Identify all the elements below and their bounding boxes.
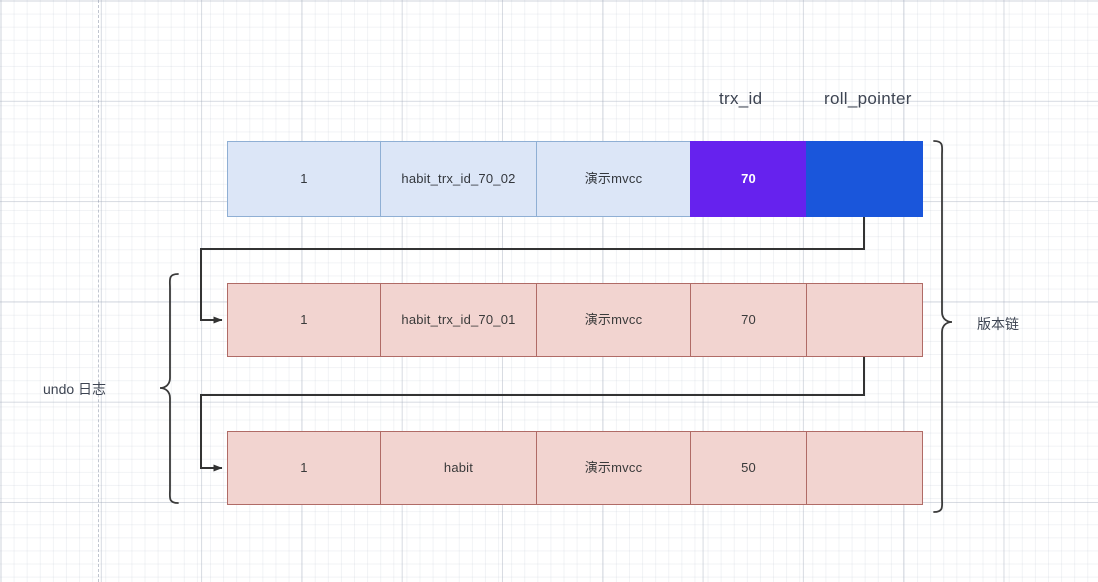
brace-undo-log xyxy=(159,273,179,504)
table-row-undo-log-2: 1 habit 演示mvcc 50 xyxy=(227,431,923,505)
cell-note: 演示mvcc xyxy=(536,141,690,217)
cell-roll-pointer xyxy=(806,283,923,357)
label-version-chain: 版本链 xyxy=(977,316,1019,332)
brace-version-chain xyxy=(933,140,953,513)
table-row-current-record: 1 habit_trx_id_70_02 演示mvcc 70 xyxy=(227,141,923,217)
cell-note: 演示mvcc xyxy=(536,283,690,357)
cell-id: 1 xyxy=(227,141,380,217)
cell-id: 1 xyxy=(227,283,380,357)
cell-name: habit_trx_id_70_02 xyxy=(380,141,536,217)
cell-name: habit xyxy=(380,431,536,505)
cell-id: 1 xyxy=(227,431,380,505)
cell-note: 演示mvcc xyxy=(536,431,690,505)
table-row-undo-log-1: 1 habit_trx_id_70_01 演示mvcc 70 xyxy=(227,283,923,357)
column-label-roll-pointer: roll_pointer xyxy=(824,89,912,108)
column-label-trx-id: trx_id xyxy=(719,89,763,108)
label-undo-log: undo 日志 xyxy=(43,381,107,397)
cell-trx-id: 70 xyxy=(690,283,806,357)
cell-roll-pointer xyxy=(806,141,923,217)
cell-name: habit_trx_id_70_01 xyxy=(380,283,536,357)
grid-dashed-guide xyxy=(98,0,99,582)
cell-trx-id: 70 xyxy=(690,141,806,217)
cell-roll-pointer xyxy=(806,431,923,505)
cell-trx-id: 50 xyxy=(690,431,806,505)
